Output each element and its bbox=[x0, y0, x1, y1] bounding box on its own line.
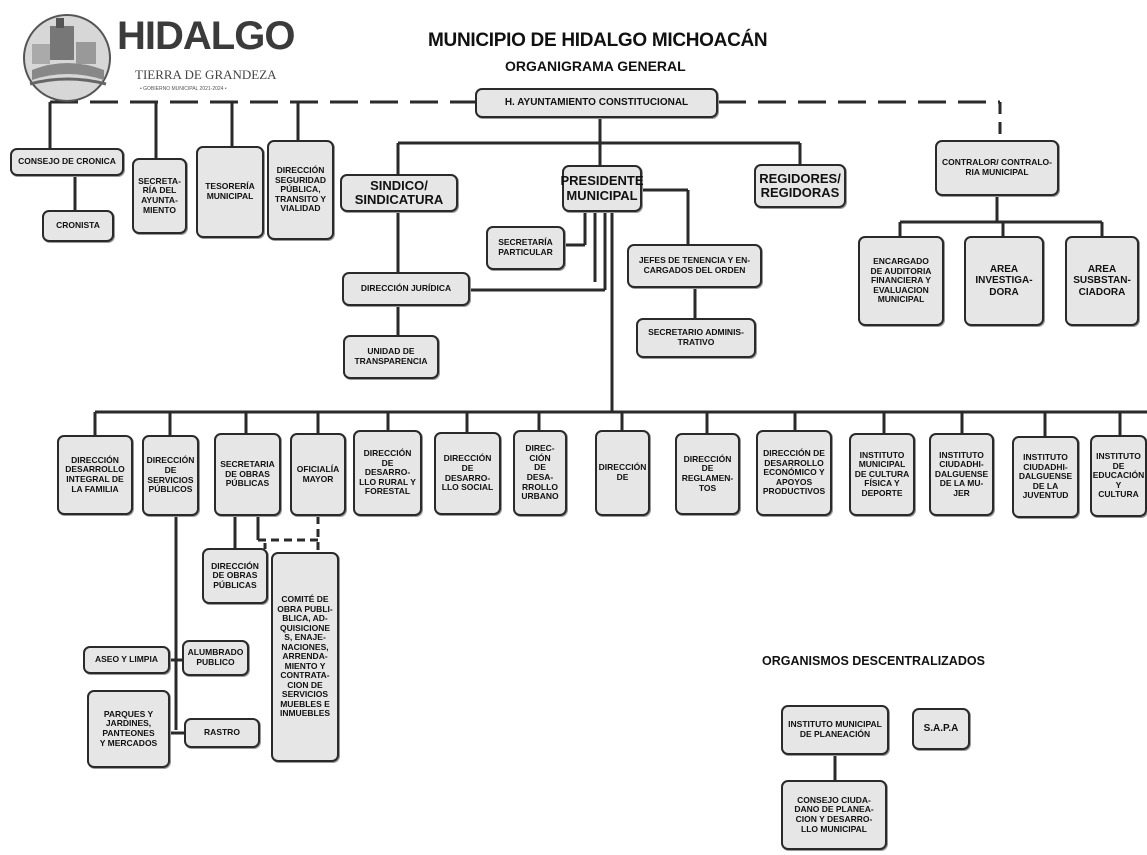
node-jefes-tenencia[interactable]: JEFES DE TENENCIA Y EN- CARGADOS DEL ORD… bbox=[627, 244, 762, 288]
node-servicios-publicos[interactable]: DIRECCIÓN DE SERVICIOS PÚBLICOS bbox=[142, 435, 199, 516]
logo-tagline: TIERRA DE GRANDEZA bbox=[135, 67, 277, 82]
node-aseo-limpia[interactable]: ASEO Y LIMPIA bbox=[83, 646, 170, 674]
node-area-investigadora[interactable]: AREA INVESTIGA- DORA bbox=[964, 236, 1044, 326]
page-title: MUNICIPIO DE HIDALGO MICHOACÁN bbox=[428, 30, 768, 51]
node-auditoria[interactable]: ENCARGADO DE AUDITORIA FINANCIERA Y EVAL… bbox=[858, 236, 944, 326]
node-instituto-juventud[interactable]: INSTITUTO CIUDADHI- DALGUENSE DE LA JUVE… bbox=[1012, 436, 1079, 518]
node-instituto-educacion[interactable]: INSTITUTO DE EDUCACIÓN Y CULTURA bbox=[1090, 435, 1147, 517]
node-consejo-cronica[interactable]: CONSEJO DE CRONICA bbox=[10, 148, 124, 176]
node-regidores[interactable]: REGIDORES/ REGIDORAS bbox=[754, 164, 846, 208]
node-cultura-fisica[interactable]: INSTITUTO MUNICIPAL DE CULTURA FÍSICA Y … bbox=[849, 433, 915, 516]
node-comite-obra[interactable]: COMITÉ DE OBRA PUBLI- BLICA, AD- QUISICI… bbox=[271, 552, 339, 762]
node-implan[interactable]: INSTITUTO MUNICIPAL DE PLANEACIÓN bbox=[781, 705, 889, 755]
node-secretaria-ayuntamiento[interactable]: SECRETA- RÍA DEL AYUNTA- MIENTO bbox=[132, 158, 187, 234]
node-alumbrado-publico[interactable]: ALUMBRADO PUBLICO bbox=[182, 640, 249, 676]
node-desarrollo-rural[interactable]: DIRECCIÓN DE DESARRO- LLO RURAL Y FOREST… bbox=[353, 430, 422, 516]
node-rastro[interactable]: RASTRO bbox=[184, 718, 260, 748]
node-instituto-mujer[interactable]: INSTITUTO CIUDADHI- DALGUENSE DE LA MU- … bbox=[929, 433, 994, 516]
node-dif[interactable]: DIRECCIÓN DESARROLLO INTEGRAL DE LA FAMI… bbox=[57, 435, 133, 515]
node-oficialia-mayor[interactable]: OFICIALÍA MAYOR bbox=[290, 433, 346, 516]
node-contralor[interactable]: CONTRALOR/ CONTRALO- RIA MUNICIPAL bbox=[935, 140, 1059, 196]
node-sapa[interactable]: S.A.P.A bbox=[912, 708, 970, 750]
logo-small-print: • GOBIERNO MUNICIPAL 2021-2024 • bbox=[140, 86, 227, 92]
municipal-logo bbox=[12, 8, 282, 108]
node-secretaria-obras-publicas[interactable]: SECRETARIA DE OBRAS PÚBLICAS bbox=[214, 433, 281, 516]
node-ayuntamiento[interactable]: H. AYUNTAMIENTO CONSTITUCIONAL bbox=[475, 88, 718, 118]
node-desarrollo-economico[interactable]: DIRECCIÓN DE DESARROLLO ECONÓMICO Y APOY… bbox=[756, 430, 832, 516]
seal-icon bbox=[23, 14, 111, 102]
page-subtitle: ORGANIGRAMA GENERAL bbox=[505, 58, 686, 74]
decentralized-heading: ORGANISMOS DESCENTRALIZADOS bbox=[762, 654, 985, 668]
node-desarrollo-social[interactable]: DIRECCIÓN DE DESARRO- LLO SOCIAL bbox=[434, 432, 501, 515]
node-direccion-de[interactable]: DIRECCIÓN DE bbox=[595, 430, 650, 516]
node-parques-jardines[interactable]: PARQUES Y JARDINES, PANTEONES Y MERCADOS bbox=[87, 690, 170, 768]
node-tesoreria[interactable]: TESORERÍA MUNICIPAL bbox=[196, 146, 264, 238]
node-direccion-obras-publicas[interactable]: DIRECCIÓN DE OBRAS PÚBLICAS bbox=[202, 548, 268, 604]
node-secretaria-particular[interactable]: SECRETARÍA PARTICULAR bbox=[486, 226, 565, 270]
node-secretario-administrativo[interactable]: SECRETARIO ADMINIS- TRATIVO bbox=[636, 318, 756, 358]
node-unidad-transparencia[interactable]: UNIDAD DE TRANSPARENCIA bbox=[343, 335, 439, 379]
node-direccion-juridica[interactable]: DIRECCIÓN JURÍDICA bbox=[342, 272, 470, 306]
logo-wordmark: HIDALGO bbox=[117, 14, 295, 58]
node-reglamentos[interactable]: DIRECCIÓN DE REGLAMEN- TOS bbox=[675, 433, 740, 515]
node-consejo-planeacion[interactable]: CONSEJO CIUDA- DANO DE PLANEA- CION Y DE… bbox=[781, 780, 887, 850]
node-cronista[interactable]: CRONISTA bbox=[42, 210, 114, 242]
node-seguridad-publica[interactable]: DIRECCIÓN SEGURIDAD PÚBLICA, TRANSITO Y … bbox=[267, 140, 334, 240]
node-area-substanciadora[interactable]: AREA SUSBSTAN- CIADORA bbox=[1065, 236, 1139, 326]
node-sindico[interactable]: SINDICO/ SINDICATURA bbox=[340, 174, 458, 212]
node-presidente[interactable]: PRESIDENTE MUNICIPAL bbox=[560, 165, 644, 212]
node-desarrollo-urbano[interactable]: DIREC- CIÓN DE DESA- RROLLO URBANO bbox=[513, 430, 567, 516]
